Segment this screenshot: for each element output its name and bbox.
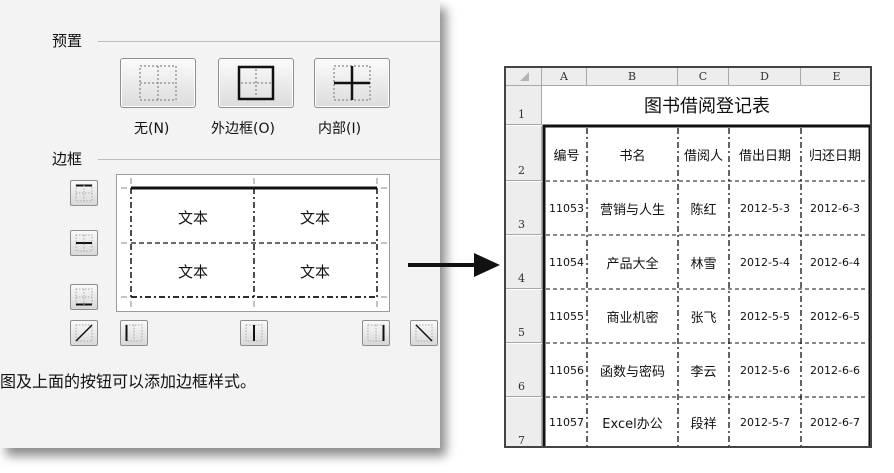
column-header-e[interactable]: E (801, 68, 870, 86)
row-header[interactable]: 1 (506, 86, 542, 125)
table-borders (542, 124, 870, 446)
border-right-button[interactable] (362, 320, 390, 346)
border-diagonal-up-button[interactable] (70, 320, 98, 346)
border-outline-icon (237, 65, 275, 101)
table-cell[interactable]: 2012-5-6 (740, 364, 790, 377)
table-cell[interactable]: 11054 (549, 256, 584, 269)
border-diagonal-down-button[interactable] (410, 320, 438, 346)
row-header[interactable]: 4 (506, 236, 542, 289)
table-cell[interactable]: 11055 (549, 310, 584, 323)
table-cell[interactable]: 2012-6-4 (810, 256, 860, 269)
border-divider (98, 159, 440, 160)
table-cell[interactable]: 2012-6-3 (810, 202, 860, 215)
row-header[interactable]: 2 (506, 126, 542, 181)
preset-section-title: 预置 (52, 32, 83, 50)
table-header-cell[interactable]: 编号 (553, 149, 580, 164)
row-header[interactable]: 5 (506, 290, 542, 343)
row-header[interactable]: 7 (506, 398, 542, 446)
table-cell[interactable]: 2012-5-4 (740, 256, 790, 269)
column-header-d[interactable]: D (729, 68, 801, 86)
table-header-cell[interactable]: 书名 (619, 149, 646, 164)
spreadsheet: A B C D E 1 2 3 4 5 6 7 图书借阅登记表 编号 书名 借阅… (504, 66, 872, 448)
border-left-icon (125, 324, 143, 342)
table-cell[interactable]: 商业机密 (606, 311, 659, 326)
border-dialog: 预置 无(N) 外边框(O) 内部(I) 边框 (0, 0, 440, 448)
preset-inside-button[interactable] (314, 58, 390, 108)
diagonal-down-icon (415, 324, 433, 342)
border-preview[interactable]: 文本 文本 文本 文本 (116, 174, 390, 312)
table-header-cell[interactable]: 归还日期 (808, 149, 861, 164)
row-header[interactable]: 3 (506, 182, 542, 235)
sheet-title-cell[interactable]: 图书借阅登记表 (644, 96, 770, 117)
table-cell[interactable]: 2012-6-5 (810, 310, 860, 323)
table-cell[interactable]: 段祥 (690, 416, 717, 432)
preset-divider (98, 41, 440, 42)
border-inside-vertical-button[interactable] (240, 320, 268, 346)
select-all-icon (519, 71, 529, 81)
border-section-title: 边框 (52, 150, 83, 168)
border-inside-horizontal-button[interactable] (70, 230, 98, 256)
table-cell[interactable]: 2012-6-7 (810, 415, 860, 429)
preset-none-label: 无(N) (134, 121, 170, 137)
border-top-button[interactable] (70, 180, 98, 206)
column-header-a[interactable]: A (542, 68, 587, 86)
table-cell[interactable]: 11056 (549, 364, 584, 377)
table-header-cell[interactable]: 借阅人 (683, 149, 723, 164)
diagonal-up-icon (75, 324, 93, 342)
table-cell[interactable]: 2012-5-5 (740, 310, 790, 323)
table-cell[interactable]: 2012-6-6 (810, 364, 860, 377)
row-header[interactable]: 6 (506, 344, 542, 397)
table-cell[interactable]: 2012-5-3 (740, 202, 790, 215)
border-inside-icon (333, 65, 371, 101)
border-top-icon (75, 184, 93, 202)
table-cell[interactable]: Excel办公 (602, 416, 663, 432)
table-cell[interactable]: 营销与人生 (599, 203, 665, 218)
preview-grid (121, 178, 387, 307)
table-cell[interactable]: 函数与密码 (599, 365, 665, 380)
border-inside-vertical-icon (245, 324, 263, 342)
border-bottom-button[interactable] (70, 284, 98, 310)
arrow-right-icon (408, 253, 500, 277)
hint-text: 图及上面的按钮可以添加边框样式。 (0, 372, 257, 391)
preset-inside-label: 内部(I) (318, 121, 362, 137)
border-inside-horizontal-icon (75, 234, 93, 252)
preset-outline-button[interactable] (218, 58, 294, 108)
preview-text: 文本 (177, 263, 208, 281)
border-none-icon (139, 65, 177, 101)
border-right-icon (367, 324, 385, 342)
table-cell[interactable]: 林雪 (690, 257, 717, 272)
column-header-c[interactable]: C (678, 68, 729, 86)
table-cell[interactable]: 李云 (690, 365, 717, 380)
table-cell[interactable]: 11057 (549, 415, 584, 429)
preview-text: 文本 (177, 209, 208, 227)
table-cell[interactable]: 张飞 (690, 311, 717, 326)
preset-none-button[interactable] (120, 58, 196, 108)
table-cell[interactable]: 产品大全 (606, 257, 659, 272)
table-cell[interactable]: 陈红 (690, 203, 717, 218)
preview-text: 文本 (299, 263, 330, 281)
border-bottom-icon (75, 288, 93, 306)
column-header-b[interactable]: B (587, 68, 678, 86)
border-left-button[interactable] (120, 320, 148, 346)
table-header-cell[interactable]: 借出日期 (738, 149, 791, 164)
select-all-corner[interactable] (506, 68, 542, 86)
table-cell[interactable]: 2012-5-7 (740, 415, 790, 429)
table-cell[interactable]: 11053 (549, 202, 584, 215)
preview-text: 文本 (299, 209, 330, 227)
preset-outline-label: 外边框(O) (211, 121, 275, 137)
